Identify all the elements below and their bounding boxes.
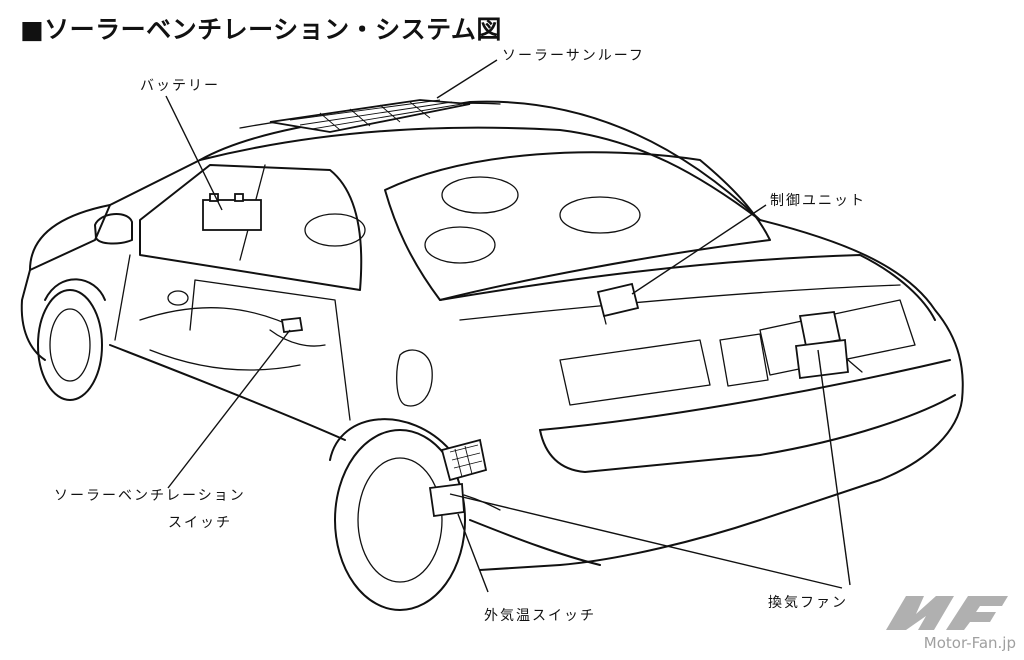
- control-unit-component: [596, 282, 640, 325]
- outside-temp-switch-component: [428, 438, 501, 518]
- leader-fan-1: [817, 349, 851, 586]
- mf-logo-icon: [886, 596, 1008, 630]
- label-solar-sunroof: ソーラーサンルーフ: [502, 48, 645, 64]
- leader-fan-2: [449, 493, 843, 589]
- label-ventilation-fan: 換気ファン: [768, 595, 848, 611]
- vent-switch-component: [269, 317, 326, 347]
- leader-battery: [165, 95, 223, 211]
- label-battery: バッテリー: [140, 78, 220, 94]
- battery-component: [202, 193, 262, 231]
- watermark-text: Motor-Fan.jp: [923, 634, 1016, 652]
- front-wheel: [37, 278, 106, 401]
- leader-lines: [165, 59, 851, 593]
- label-outside-temp-switch: 外気温スイッチ: [484, 608, 596, 624]
- label-vent-switch-line2: スイッチ: [168, 515, 232, 531]
- label-vent-switch-line1: ソーラーベンチレーション: [54, 488, 246, 504]
- leader-solar-sunroof: [436, 59, 498, 99]
- watermark: Motor-Fan.jp: [876, 590, 1016, 652]
- leader-outside-temp: [457, 513, 489, 593]
- leader-control-unit: [631, 204, 767, 295]
- leader-vent-switch: [167, 329, 291, 489]
- ventilation-fan-component: [794, 311, 863, 380]
- label-control-unit: 制御ユニット: [770, 193, 866, 209]
- rear-wheel: [329, 418, 466, 611]
- diagram-title: ■ソーラーベンチレーション・システム図: [20, 15, 502, 44]
- solar-sunroof-panel: [269, 99, 471, 133]
